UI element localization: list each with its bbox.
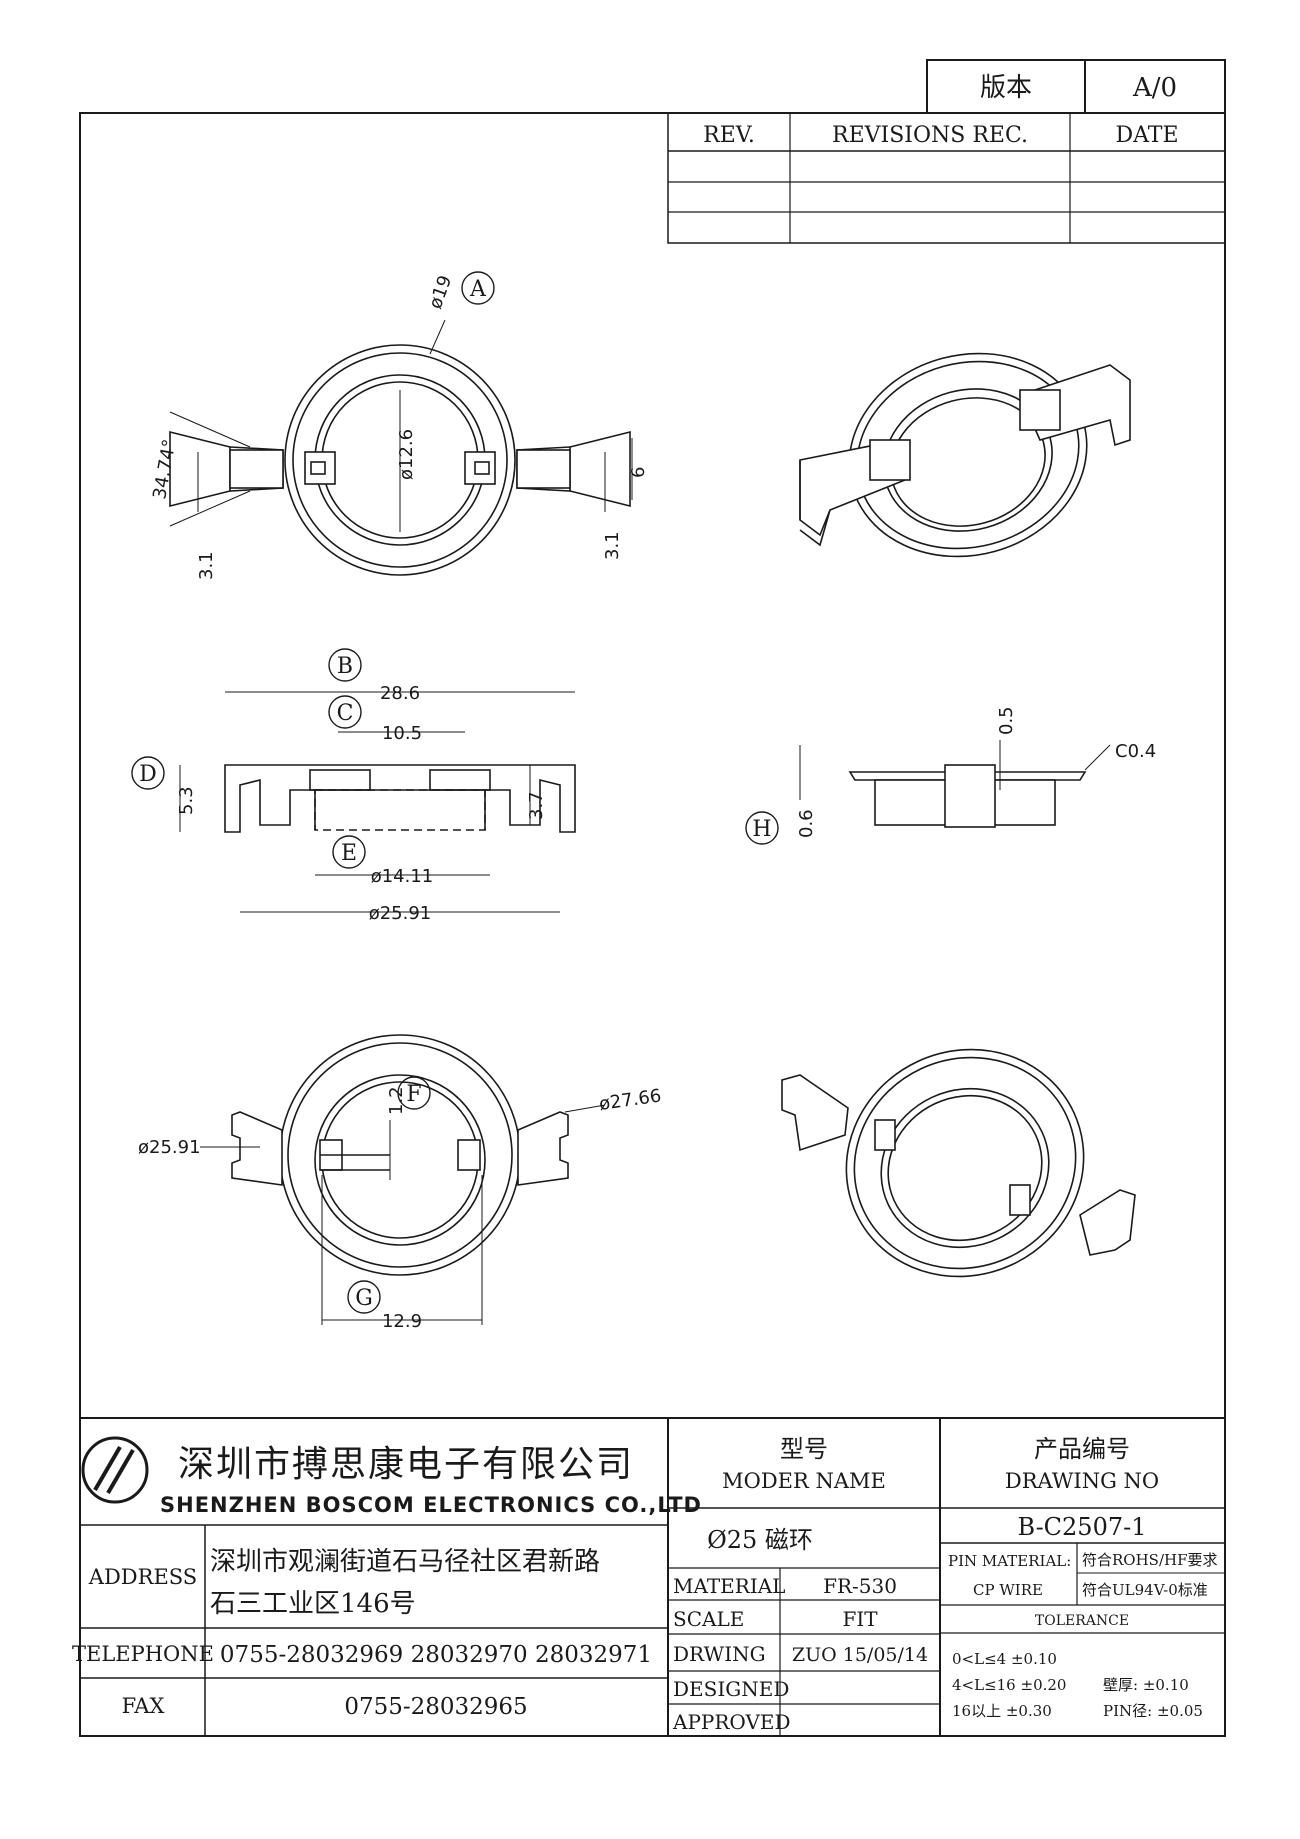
dim-bottom-dia: ø14.11 xyxy=(371,866,434,887)
cp-wire-value: 符合UL94V-0标准 xyxy=(1082,1581,1208,1599)
tolerance-row-3: 16以上 ±0.30 xyxy=(952,1702,1052,1720)
pin-material-label: PIN MATERIAL: xyxy=(948,1552,1071,1570)
dim-body-height: 3.7 xyxy=(526,791,547,820)
bottom-view xyxy=(200,1034,606,1325)
address-line2: 石三工业区146号 xyxy=(210,1589,416,1619)
dim-right-width: 3.1 xyxy=(602,531,623,560)
date-header: DATE xyxy=(1115,123,1178,148)
drawing-number: B-C2507-1 xyxy=(1017,1513,1146,1541)
material-label: MATERIAL xyxy=(673,1574,785,1598)
dim-slot-height-b: 1.2 xyxy=(386,1086,407,1115)
callout-f: F xyxy=(406,1082,421,1107)
dim-inner-width-g: 12.9 xyxy=(382,1311,422,1332)
revisions-rec-header: REVISIONS REC. xyxy=(832,123,1028,148)
drawing-label-en: DRAWING NO xyxy=(1005,1469,1159,1493)
company-name-cn: 深圳市搏思康电子有限公司 xyxy=(178,1444,634,1485)
material-value: FR-530 xyxy=(823,1574,897,1598)
model-value: Ø25 磁环 xyxy=(707,1526,813,1554)
rev-header: REV. xyxy=(703,123,755,148)
fax-label: FAX xyxy=(122,1694,165,1718)
callout-h: H xyxy=(752,817,771,842)
side-view xyxy=(745,740,1111,845)
isometric-view-bottom xyxy=(781,1048,1136,1278)
callout-b: B xyxy=(337,654,353,679)
model-label-en: MODER NAME xyxy=(722,1469,886,1493)
sheet-border xyxy=(79,112,1226,1737)
callout-c: C xyxy=(337,701,354,726)
scale-value: FIT xyxy=(842,1607,878,1631)
dim-gap: 0.5 xyxy=(996,706,1017,735)
dim-left-dia: ø25.91 xyxy=(138,1137,201,1158)
top-view-labels: A ø19 ø12.6 34.74° 3.1 3.1 6 xyxy=(149,273,649,580)
section-view-labels: B C D E 28.6 10.5 5.3 3.7 ø14.11 ø25.91 xyxy=(139,654,547,924)
revisions-table: REV. REVISIONS REC. DATE xyxy=(667,112,1226,244)
version-box: 版本 A/0 xyxy=(926,59,1226,114)
bottom-view-labels: F G ø25.91 ø27.66 1.2 12.9 xyxy=(138,1082,663,1332)
title-block-text: 深圳市搏思康电子有限公司 SHENZHEN BOSCOM ELECTRONICS… xyxy=(72,1435,1217,1734)
dim-angle: 34.74° xyxy=(149,438,180,501)
designed-label: DESIGNED xyxy=(673,1677,789,1701)
fax-value: 0755-28032965 xyxy=(344,1694,527,1720)
tolerance-row-1: 0<L≤4 ±0.10 xyxy=(952,1650,1057,1668)
callout-d: D xyxy=(139,762,157,787)
approved-label: APPROVED xyxy=(672,1710,791,1734)
dim-inner-dia: ø12.6 xyxy=(396,429,417,480)
dim-inner-width: 10.5 xyxy=(382,723,422,744)
dim-total-height: 5.3 xyxy=(176,786,197,815)
address-label: ADDRESS xyxy=(88,1565,197,1589)
pin-material-value: 符合ROHS/HF要求 xyxy=(1082,1551,1218,1569)
dim-overall-width: 28.6 xyxy=(380,683,420,704)
dim-chamfer: C0.4 xyxy=(1115,741,1156,762)
tolerance-row-2: 4<L≤16 ±0.20 xyxy=(952,1676,1066,1694)
dim-slot-height: 6 xyxy=(628,467,649,478)
wall-tolerance: 壁厚: ±0.10 xyxy=(1103,1676,1189,1694)
drawing-by-value: ZUO 15/05/14 xyxy=(792,1644,928,1666)
telephone-value: 0755-28032969 28032970 28032971 xyxy=(220,1642,652,1668)
telephone-label: TELEPHONE xyxy=(72,1642,214,1666)
dim-flange-thickness: 0.6 xyxy=(796,809,817,838)
version-value: A/0 xyxy=(1132,73,1177,103)
callout-a: A xyxy=(469,277,487,302)
version-label: 版本 xyxy=(980,73,1032,103)
top-view xyxy=(169,271,633,576)
drawing-label-cn: 产品编号 xyxy=(1034,1435,1130,1463)
pin-tolerance: PIN径: ±0.05 xyxy=(1103,1702,1203,1720)
scale-label: SCALE xyxy=(673,1607,744,1631)
tolerance-label: TOLERANCE xyxy=(1035,1613,1129,1629)
isometric-view-top xyxy=(799,352,1131,558)
dim-outer-dia-b: ø25.91 xyxy=(369,903,432,924)
callout-g: G xyxy=(355,1286,373,1311)
side-view-labels: H 0.6 0.5 C0.4 xyxy=(752,706,1156,842)
callout-e: E xyxy=(341,841,357,866)
company-name-en: SHENZHEN BOSCOM ELECTRONICS CO.,LTD xyxy=(160,1493,702,1517)
model-label-cn: 型号 xyxy=(780,1435,828,1463)
title-block xyxy=(80,1417,1225,1736)
cp-wire-label: CP WIRE xyxy=(973,1581,1043,1599)
dim-right-dia: ø27.66 xyxy=(598,1085,663,1115)
dim-outer-dia: ø19 xyxy=(425,273,456,312)
section-view xyxy=(131,648,576,913)
address-line1: 深圳市观澜街道石马径社区君新路 xyxy=(210,1547,600,1577)
dim-left-width: 3.1 xyxy=(196,551,217,580)
drawing-by-label: DRWING xyxy=(673,1642,766,1666)
